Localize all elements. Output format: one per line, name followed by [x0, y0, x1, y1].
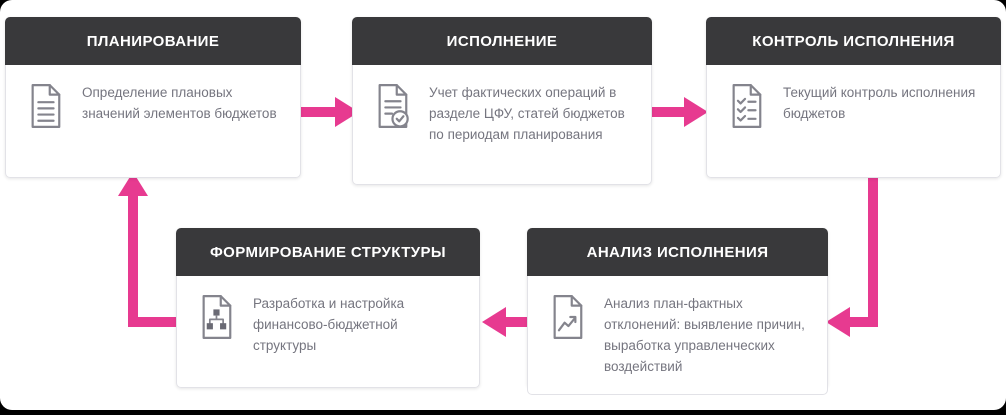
stage-card-body: Текущий контроль исполнения бюджетов: [706, 65, 1001, 178]
arrow-shaft: [297, 107, 335, 117]
arrow-head-left-icon: [482, 307, 506, 337]
stage-card-body: Определение плановых значений элементов …: [5, 65, 301, 178]
arrow-shaft: [506, 317, 531, 327]
stage-card-description: Учет фактических операций в разделе ЦФУ,…: [429, 85, 625, 142]
stage-card-body: Учет фактических операций в разделе ЦФУ,…: [352, 65, 652, 185]
document-chart-icon: [548, 294, 586, 345]
stage-card-title: ИСПОЛНЕНИЕ: [352, 17, 652, 65]
stage-card-title: АНАЛИЗ ИСПОЛНЕНИЯ: [527, 228, 828, 276]
document-checklist-icon: [727, 83, 765, 134]
document-check-icon: [373, 83, 411, 134]
stage-card-title: КОНТРОЛЬ ИСПОЛНЕНИЯ: [706, 17, 1001, 65]
arrow-shaft: [128, 317, 180, 327]
stage-card-body: Разработка и настройка финансово-бюджетн…: [176, 276, 480, 388]
arrow-head-right-icon: [684, 97, 708, 127]
stage-card-description: Текущий контроль исполнения бюджетов: [783, 85, 976, 121]
arrow-shaft: [850, 317, 878, 327]
document-hierarchy-icon: [197, 294, 235, 345]
arrow-shaft: [868, 170, 878, 327]
stage-card-description: Анализ план-фактных отклонений: выявлени…: [604, 296, 805, 374]
stage-card-description: Разработка и настройка финансово-бюджетн…: [253, 296, 405, 353]
stage-card-body: Анализ план-фактных отклонений: выявлени…: [527, 276, 828, 395]
arrow-head-left-icon: [826, 307, 850, 337]
stage-card-title: ФОРМИРОВАНИЕ СТРУКТУРЫ: [176, 228, 480, 276]
stage-card-title: ПЛАНИРОВАНИЕ: [5, 17, 301, 65]
stage-card-structure-formation: ФОРМИРОВАНИЕ СТРУКТУРЫ Разработка и наст…: [176, 228, 480, 388]
stage-card-execution-analysis: АНАЛИЗ ИСПОЛНЕНИЯ Анализ план-фактных от…: [527, 228, 828, 395]
stage-card-execution: ИСПОЛНЕНИЕ Учет фактических операций в р…: [352, 17, 652, 185]
document-lines-icon: [26, 83, 64, 134]
stage-card-description: Определение плановых значений элементов …: [82, 85, 277, 121]
stage-card-execution-control: КОНТРОЛЬ ИСПОЛНЕНИЯ Текущий контроль исп…: [706, 17, 1001, 178]
stage-card-planning: ПЛАНИРОВАНИЕ Определение плановых значен…: [5, 17, 301, 178]
arrow-shaft: [128, 192, 138, 327]
arrow-shaft: [648, 107, 684, 117]
